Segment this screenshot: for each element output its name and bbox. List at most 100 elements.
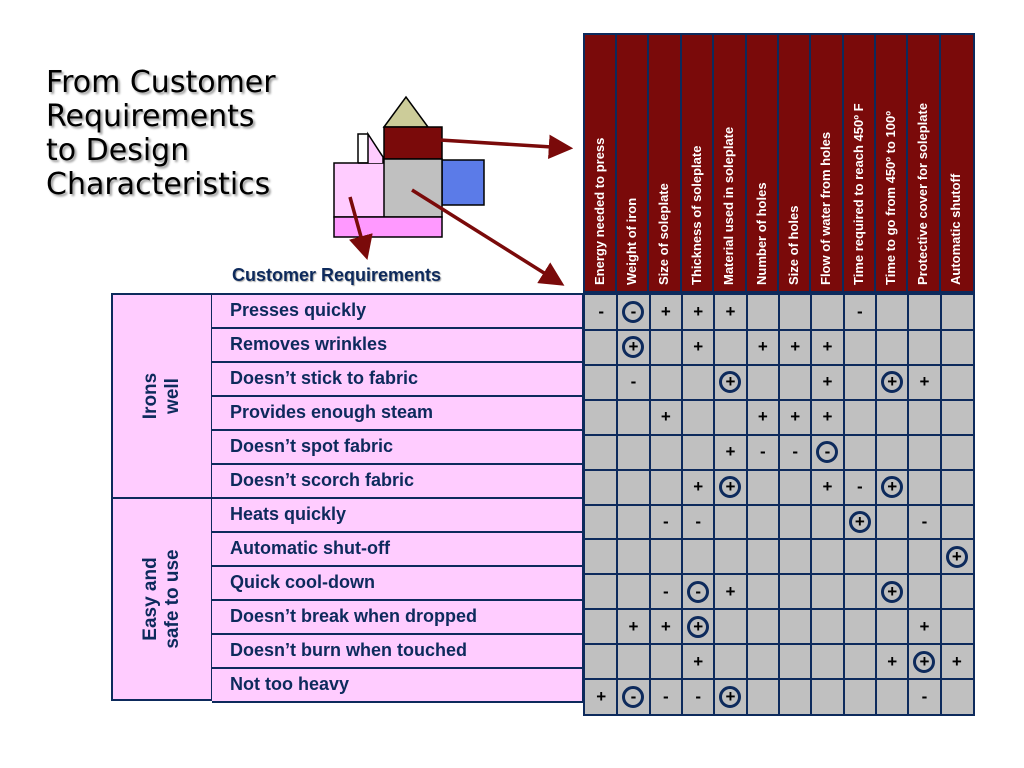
design-characteristic-column: Thickness of soleplate [682, 35, 714, 291]
design-characteristic-column: Material used in soleplate [714, 35, 747, 291]
positive-relationship: + [790, 337, 801, 357]
matrix-cell: + [617, 609, 649, 644]
matrix-cell: + [617, 330, 649, 365]
matrix-cell: + [714, 365, 746, 400]
customer-requirement-row: Doesn’t burn when touched [212, 633, 582, 667]
matrix-cell: + [811, 365, 843, 400]
iron-handle-outline [357, 133, 368, 163]
iron-diagram [333, 95, 485, 238]
matrix-cell: - [585, 295, 617, 330]
requirement-group-label-line: Easy and [140, 557, 161, 641]
matrix-cell: + [876, 644, 908, 679]
positive-relationship: + [660, 616, 671, 636]
matrix-row-line [585, 399, 973, 401]
matrix-cell: + [714, 679, 746, 714]
design-characteristic-label: Material used in soleplate [721, 126, 736, 285]
customer-requirement-row: Doesn’t spot fabric [212, 429, 582, 463]
matrix-cell: - [650, 679, 682, 714]
negative-relationship: - [695, 511, 701, 531]
slide-title: From Customer Requirements to Design Cha… [46, 66, 336, 202]
negative-relationship: - [630, 372, 637, 392]
positive-relationship: + [596, 686, 607, 706]
positive-relationship: + [660, 302, 671, 322]
strong-positive-icon: + [945, 545, 968, 568]
negative-relationship: - [759, 442, 766, 462]
matrix-cell: + [682, 295, 714, 330]
matrix-cell: - [650, 574, 682, 609]
design-characteristic-column: Size of holes [779, 35, 811, 291]
strong-negative-icon: - [622, 685, 645, 708]
matrix-cell: - [617, 365, 649, 400]
strong-negative-icon: - [687, 580, 710, 603]
positive-relationship: + [693, 651, 704, 671]
design-characteristic-column: Number of holes [747, 35, 779, 291]
design-characteristic-label: Automatic shutoff [948, 173, 963, 285]
iron-grey-block [383, 158, 443, 218]
strong-positive-icon: + [881, 580, 904, 603]
positive-relationship: + [822, 337, 833, 357]
design-characteristic-label: Flow of water from holes [818, 131, 833, 285]
matrix-cell: - [650, 505, 682, 540]
matrix-cell: - [908, 679, 940, 714]
positive-relationship: + [757, 337, 768, 357]
iron-blue-block [441, 159, 485, 206]
customer-requirement-row: Doesn’t scorch fabric [212, 463, 582, 497]
requirement-group-label-line: safe to use [162, 549, 183, 649]
positive-relationship: + [790, 407, 801, 427]
matrix-row-line [585, 643, 973, 645]
negative-relationship: - [662, 686, 669, 706]
iron-soleplate [333, 216, 443, 238]
matrix-cell: + [747, 330, 779, 365]
design-characteristic-column: Energy needed to press [585, 35, 617, 291]
design-characteristic-label: Thickness of soleplate [689, 145, 704, 285]
positive-relationship: + [757, 407, 768, 427]
design-characteristic-column: Time to go from 450º to 100º [876, 35, 908, 291]
strong-positive-icon: + [881, 371, 904, 394]
customer-requirement-row: Heats quickly [212, 497, 582, 531]
negative-relationship: - [695, 686, 701, 706]
matrix-cell: + [876, 365, 908, 400]
strong-negative-icon: - [816, 441, 839, 464]
matrix-cell: + [779, 330, 811, 365]
matrix-cell: - [811, 435, 843, 470]
positive-relationship: + [725, 302, 736, 322]
matrix-cell: + [876, 574, 908, 609]
matrix-cell: - [908, 505, 940, 540]
customer-requirement-row: Quick cool-down [212, 565, 582, 599]
matrix-cell: + [682, 330, 714, 365]
design-characteristic-label: Number of holes [754, 182, 769, 285]
design-characteristic-label: Time required to reach 450º F [851, 103, 866, 285]
positive-relationship: + [919, 372, 930, 392]
matrix-row-line [585, 469, 973, 471]
design-characteristic-label: Size of soleplate [656, 183, 671, 285]
strong-positive-icon: + [687, 615, 710, 638]
title-line: Characteristics [46, 167, 271, 202]
matrix-row-line [585, 538, 973, 540]
design-characteristic-label: Protective cover for soleplate [915, 102, 930, 285]
negative-relationship: - [856, 302, 863, 322]
matrix-cell: + [779, 400, 811, 435]
matrix-cell: - [747, 435, 779, 470]
positive-relationship: + [822, 407, 833, 427]
strong-positive-icon: + [719, 476, 742, 499]
positive-relationship: + [628, 616, 639, 636]
matrix-row-line [585, 573, 973, 575]
matrix-cell: - [617, 679, 649, 714]
customer-requirement-row: Automatic shut-off [212, 531, 582, 565]
design-characteristic-label: Time to go from 450º to 100º [883, 111, 898, 285]
positive-relationship: + [822, 372, 833, 392]
strong-positive-icon: + [848, 510, 871, 533]
matrix-cell: + [682, 644, 714, 679]
matrix-cell: - [682, 574, 714, 609]
matrix-row-line [585, 329, 973, 331]
matrix-cell: + [811, 400, 843, 435]
matrix-row-line [585, 434, 973, 436]
customer-requirement-row: Removes wrinkles [212, 327, 582, 361]
matrix-cell: - [844, 470, 876, 505]
positive-relationship: + [693, 477, 704, 497]
positive-relationship: + [693, 337, 704, 357]
matrix-cell: + [714, 295, 746, 330]
positive-relationship: + [919, 616, 930, 636]
